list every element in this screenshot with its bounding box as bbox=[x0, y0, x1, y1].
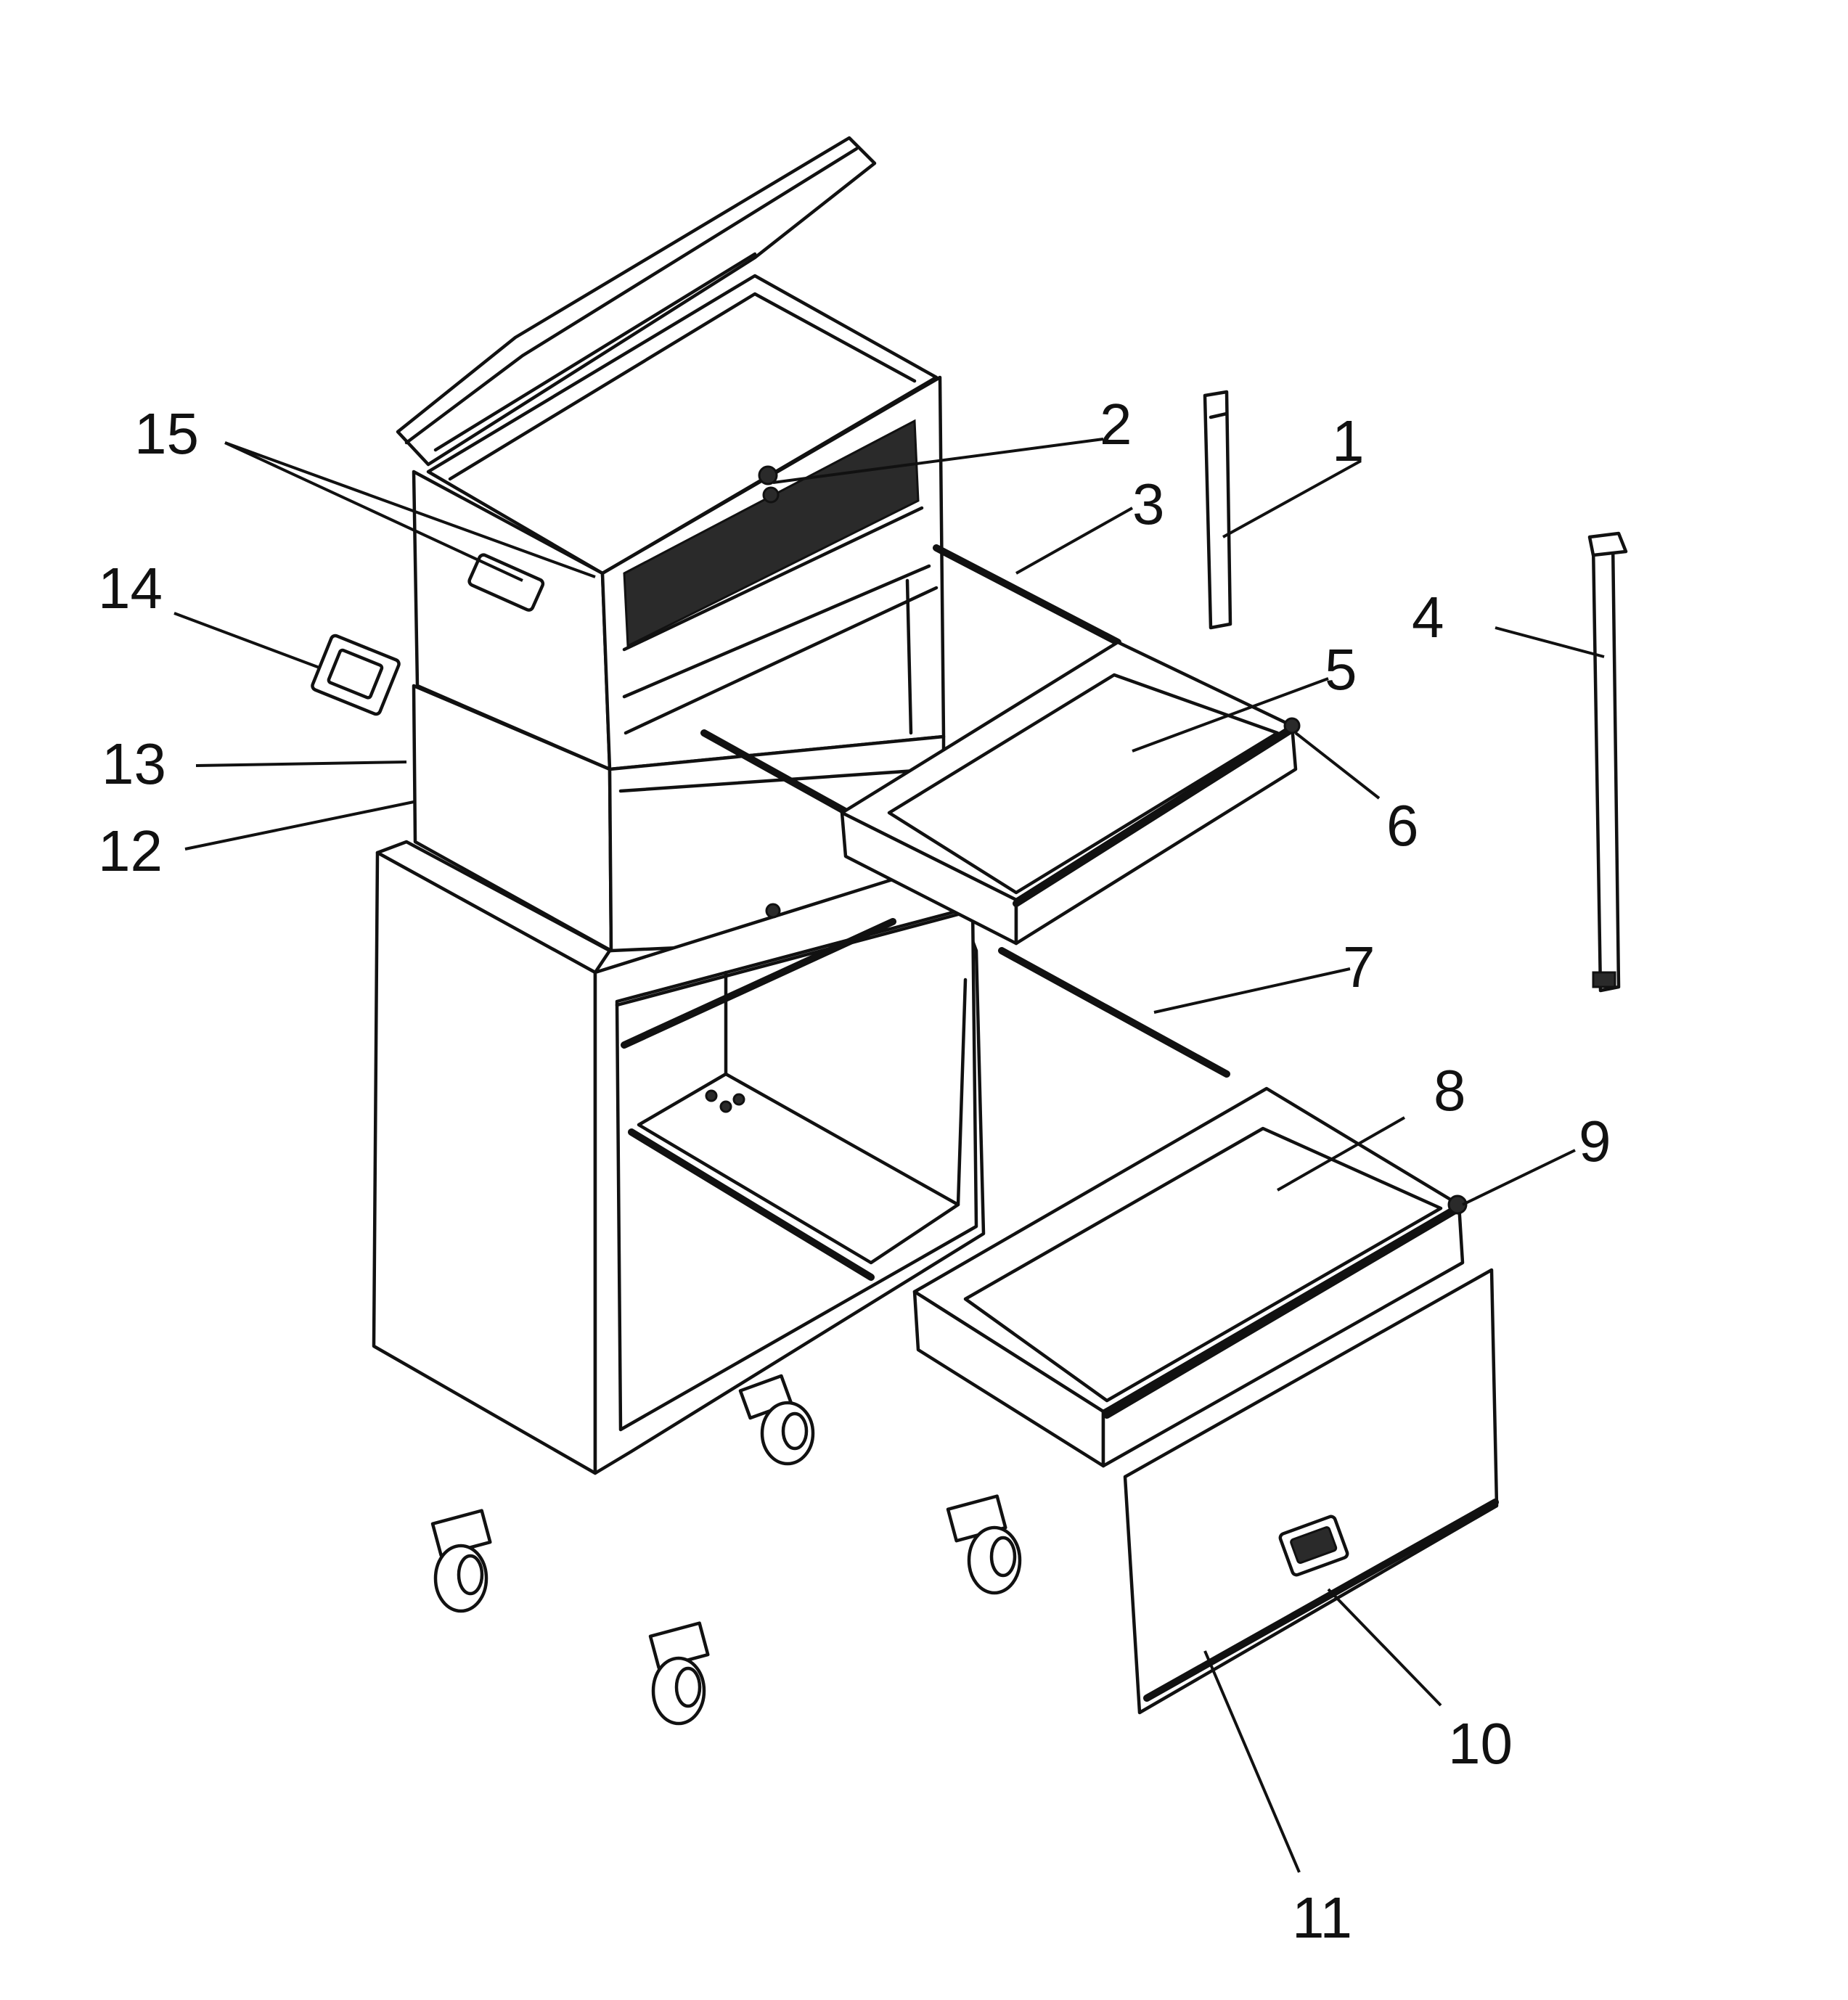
callout-15: 15 bbox=[134, 401, 199, 466]
callout-2: 2 bbox=[1100, 392, 1132, 456]
callout-4: 4 bbox=[1412, 585, 1444, 649]
leader-lines bbox=[173, 438, 1605, 1873]
upper-drawer-slide-left bbox=[700, 729, 871, 827]
upper-drawer-front-rail bbox=[1013, 726, 1296, 907]
lock-bar-short bbox=[1203, 390, 1232, 630]
lower-drawer-slide bbox=[998, 947, 1230, 1078]
lower-drawer-front-rail bbox=[1103, 1205, 1463, 1419]
callout-14: 14 bbox=[98, 556, 163, 620]
callout-1: 1 bbox=[1332, 409, 1365, 473]
callout-labels: 1 2 3 4 5 6 7 8 9 10 11 12 13 14 15 bbox=[98, 392, 1611, 1950]
chest-lid bbox=[396, 136, 877, 467]
callout-3: 3 bbox=[1132, 472, 1165, 536]
caster-front-left bbox=[430, 1509, 492, 1613]
lower-cabinet bbox=[372, 840, 986, 1475]
callout-6: 6 bbox=[1386, 793, 1419, 858]
chest-top-surface bbox=[426, 274, 939, 575]
callout-13: 13 bbox=[102, 731, 166, 796]
lower-drawer-assembly bbox=[912, 1086, 1468, 1468]
callout-10: 10 bbox=[1448, 1711, 1513, 1776]
caster-front-center bbox=[648, 1621, 710, 1726]
callout-7: 7 bbox=[1343, 935, 1375, 999]
side-handle bbox=[311, 634, 401, 716]
top-chest bbox=[396, 136, 946, 771]
chest-side-handle bbox=[467, 553, 545, 612]
upper-drawer-slide-right bbox=[933, 544, 1121, 646]
callout-11: 11 bbox=[1292, 1885, 1352, 1950]
callout-9: 9 bbox=[1579, 1109, 1611, 1173]
upper-drawer-assembly bbox=[700, 544, 1301, 946]
caster-rear-center bbox=[738, 1374, 815, 1466]
callout-8: 8 bbox=[1434, 1058, 1466, 1123]
caster-right bbox=[946, 1494, 1022, 1595]
callout-5: 5 bbox=[1325, 637, 1357, 702]
drawer-front-panel bbox=[1123, 1268, 1499, 1715]
chest-hinge-area bbox=[623, 419, 920, 648]
callout-12: 12 bbox=[98, 819, 163, 883]
lock-bar-long bbox=[1587, 531, 1628, 993]
